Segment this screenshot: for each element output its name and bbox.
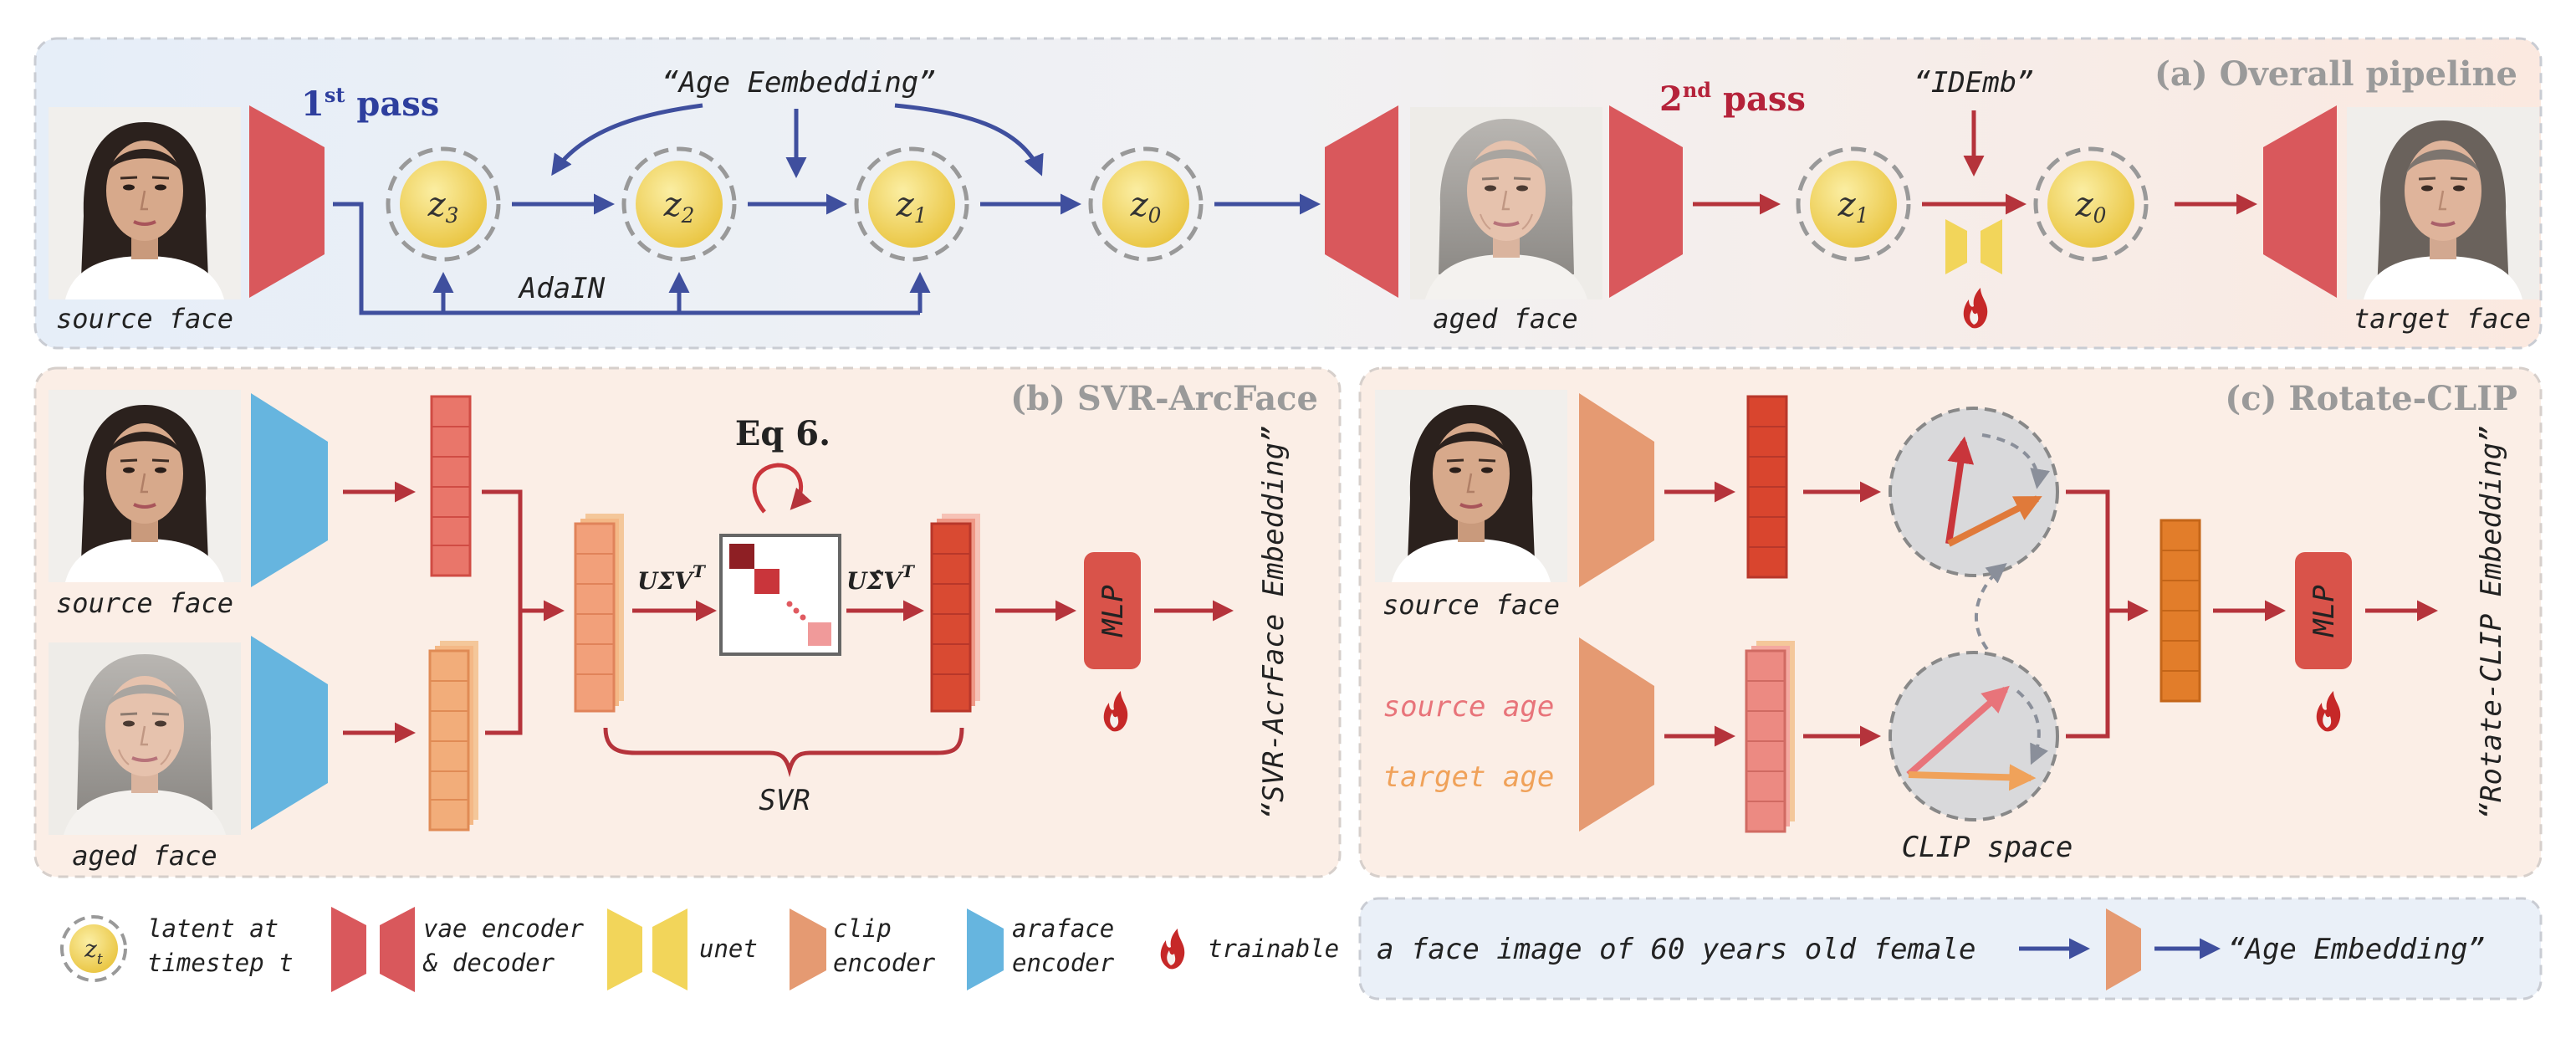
svr-mlp-block — [1084, 552, 1141, 669]
svr-source-face-label: source face — [56, 587, 233, 619]
legend-arcface-icon — [967, 908, 1004, 990]
adain-label: AdaIN — [518, 272, 606, 305]
latent2-z1-label: z1 — [1837, 186, 1869, 228]
second-pass-label: 2nd pass — [1659, 78, 1806, 119]
latent-z2-label: z2 — [663, 186, 695, 228]
panel-svr-arcface: (b) SVR-ArcFace source face aged face UΣ… — [33, 366, 1342, 878]
svr-mlp-label: MLP — [1096, 585, 1130, 637]
clip-encoder-bottom — [1579, 637, 1654, 832]
adain-path — [333, 202, 920, 315]
aged-arcface-feature-stack — [428, 641, 478, 832]
legend-trainable-label: trainable — [1208, 934, 1339, 963]
age-emb-arrow-to-z0 — [894, 103, 1044, 177]
arcface-encoder-top — [251, 393, 328, 587]
legend-vae-icon — [331, 907, 415, 992]
panel-b-title: (b) SVR-ArcFace — [1010, 379, 1318, 418]
usv-hat-label: UΣ̂VT — [846, 561, 916, 595]
latent-z1 — [868, 161, 955, 248]
legend-flame-icon — [1160, 929, 1185, 970]
svr-aged-face-image — [47, 641, 243, 837]
age-embedding-example: a face image of 60 years old female “Age… — [1358, 897, 2543, 1000]
legend-unet-icon — [607, 908, 687, 990]
eq6-loop-arrow — [752, 463, 812, 514]
clip-mlp-block — [2295, 552, 2352, 669]
latent-z2 — [636, 161, 723, 248]
example-clip-encoder — [2106, 908, 2141, 990]
legend-unet-label: unet — [699, 934, 758, 963]
rotate-clip-output-label: “Rotate-CLIP Embedding” — [2475, 426, 2508, 820]
clip-mlp-label: MLP — [2308, 585, 2341, 637]
arcface-encoder-bottom — [251, 636, 328, 830]
latent-z0-ring — [1088, 146, 1204, 262]
legend-arcface-label: araface encoder — [1012, 914, 1115, 977]
idemb-label: “IDEmb” — [1914, 66, 2033, 100]
aged-face-label: aged face — [1433, 303, 1577, 335]
rotate-clip-feature — [2159, 519, 2201, 703]
eq6-label: Eq 6. — [735, 414, 831, 453]
panel-a-title: (a) Overall pipeline — [2154, 54, 2517, 94]
legend-latent: zt — [60, 915, 127, 982]
rotation-transfer-arrow — [1974, 562, 2007, 651]
age-embedding-label: “Age Eembedding” — [662, 66, 936, 100]
unet-icon-second-pass — [1945, 219, 2002, 274]
target-age-label: target age — [1383, 760, 1555, 794]
source-face-image — [47, 105, 243, 301]
usv-label: UΣVT — [637, 561, 707, 595]
latent-z1-label: z1 — [896, 186, 928, 228]
svr-label: SVR — [759, 784, 810, 817]
vae-decoder-1 — [1325, 105, 1398, 298]
latent2-z0-label: z0 — [2075, 186, 2107, 228]
latent-z3 — [400, 161, 487, 248]
latent2-z1 — [1810, 161, 1897, 248]
legend-latent-label: latent at timestep t — [147, 914, 294, 977]
vae-encoder — [249, 105, 325, 298]
legend-clip-label: clip encoder — [833, 914, 936, 977]
first-pass-label: 1st pass — [301, 83, 439, 124]
aged-face-image — [1408, 105, 1604, 301]
panel-overall-pipeline: (a) Overall pipeline source face 1st pas… — [33, 37, 2543, 350]
age-emb-arrow-to-z2 — [551, 103, 703, 177]
legend-vae-label: vae encoder & decoder — [423, 914, 585, 977]
legend-clip-icon — [790, 908, 826, 990]
latent-z3-ring — [386, 146, 501, 262]
latent-z1-ring — [854, 146, 969, 262]
svr-aged-face-label: aged face — [72, 840, 217, 872]
clip-text-features — [1745, 641, 1795, 833]
latent2-z1-ring — [1796, 146, 1911, 262]
legend-latent-symbol: zt — [84, 935, 103, 968]
clip-source-face-image — [1373, 388, 1569, 584]
source-face-label: source face — [56, 303, 233, 335]
example-output: “Age Embedding” — [2228, 933, 2485, 966]
singular-value-matrix — [719, 534, 841, 656]
clip-encoder-top — [1579, 393, 1654, 587]
svr-output-label: “SVR-AcrFace Embedding” — [1257, 426, 1291, 820]
vae-encoder-2 — [1609, 105, 1683, 298]
rotated-clip-space-circle — [1889, 407, 2059, 577]
latent-z0-label: z0 — [1130, 186, 1162, 228]
example-prompt: a face image of 60 years old female — [1377, 933, 1975, 966]
clip-source-face-label: source face — [1383, 589, 1560, 621]
svr-source-face-image — [47, 388, 243, 584]
target-face-label: target face — [2354, 303, 2531, 335]
vae-decoder-2 — [2263, 105, 2337, 298]
latent2-z0-ring — [2033, 146, 2149, 262]
clip-space-circle — [1889, 651, 2059, 821]
clip-space-label: CLIP space — [1902, 831, 2073, 864]
latent-z3-label: z3 — [427, 186, 459, 228]
source-age-label: source age — [1383, 690, 1555, 724]
latent-z0 — [1102, 161, 1189, 248]
svr-output-features — [930, 514, 980, 713]
panel-c-title: (c) Rotate-CLIP — [2225, 379, 2517, 418]
target-face-image — [2345, 105, 2541, 301]
clip-image-feature — [1746, 395, 1788, 579]
latent2-z0 — [2047, 161, 2134, 248]
stacked-features — [574, 514, 624, 713]
source-arcface-feature — [430, 395, 472, 577]
svr-brace — [603, 727, 964, 778]
legend: zt latent at timestep t vae encoder & de… — [60, 907, 1339, 992]
panel-rotate-clip: (c) Rotate-CLIP source face source age t… — [1358, 366, 2543, 878]
latent-z2-ring — [621, 146, 737, 262]
